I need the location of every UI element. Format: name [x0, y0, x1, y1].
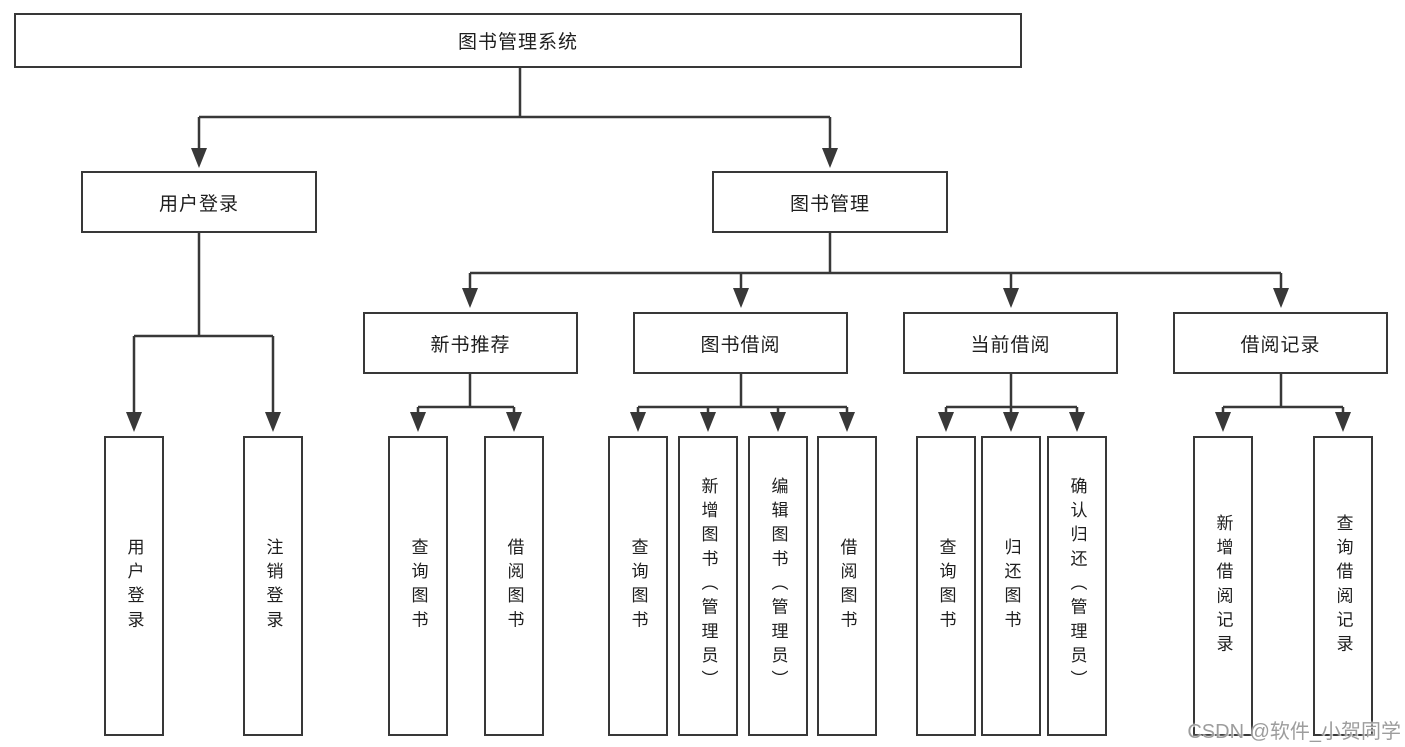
leaf-label: 确认归还（管理员）	[1067, 477, 1087, 695]
leaf-label: 借阅图书	[837, 537, 857, 635]
leaf-label: 借阅图书	[504, 537, 524, 635]
leaf-current-confirm-return-admin: 确认归还（管理员）	[1047, 436, 1107, 736]
arrowheads	[126, 148, 1351, 432]
node-new-book-recommend: 新书推荐	[363, 312, 578, 374]
connector-path	[132, 68, 1345, 416]
node-system-root: 图书管理系统	[14, 13, 1022, 68]
node-user-login-module: 用户登录	[81, 171, 317, 233]
leaf-label: 编辑图书（管理员）	[768, 477, 788, 695]
node-borrowing-records: 借阅记录	[1173, 312, 1388, 374]
leaf-borrowing-borrow-book: 借阅图书	[817, 436, 877, 736]
leaf-records-query-record: 查询借阅记录	[1313, 436, 1373, 736]
node-label: 图书借阅	[700, 334, 781, 356]
leaf-borrowing-query-book: 查询图书	[608, 436, 668, 736]
leaf-borrowing-edit-book-admin: 编辑图书（管理员）	[748, 436, 808, 736]
csdn-watermark: CSDN @软件_小贺同学	[1187, 721, 1401, 743]
leaf-current-return-book: 归还图书	[981, 436, 1041, 736]
leaf-label: 新增图书（管理员）	[698, 477, 718, 695]
leaf-label: 注销登录	[263, 537, 283, 635]
node-label: 新书推荐	[430, 334, 511, 356]
node-current-borrowing: 当前借阅	[903, 312, 1118, 374]
node-label: 图书管理	[789, 193, 870, 215]
leaf-user-login: 用户登录	[104, 436, 164, 736]
leaf-newbooks-query-book: 查询图书	[388, 436, 448, 736]
node-label: 当前借阅	[970, 334, 1051, 356]
leaf-current-query-book: 查询图书	[916, 436, 976, 736]
node-book-management-module: 图书管理	[712, 171, 948, 233]
leaf-label: 归还图书	[1001, 537, 1021, 635]
leaf-label: 查询图书	[408, 537, 428, 635]
node-label: 用户登录	[158, 193, 239, 215]
leaf-newbooks-borrow-book: 借阅图书	[484, 436, 544, 736]
node-book-borrowing: 图书借阅	[633, 312, 848, 374]
leaf-label: 查询图书	[936, 537, 956, 635]
node-label: 图书管理系统	[457, 32, 578, 53]
leaf-borrowing-add-book-admin: 新增图书（管理员）	[678, 436, 738, 736]
leaf-label: 查询借阅记录	[1333, 513, 1353, 659]
leaf-label: 用户登录	[124, 537, 144, 635]
node-label: 借阅记录	[1240, 334, 1321, 356]
leaf-label: 查询图书	[628, 537, 648, 635]
leaf-label: 新增借阅记录	[1213, 513, 1233, 659]
leaf-logout: 注销登录	[243, 436, 303, 736]
leaf-records-add-record: 新增借阅记录	[1193, 436, 1253, 736]
